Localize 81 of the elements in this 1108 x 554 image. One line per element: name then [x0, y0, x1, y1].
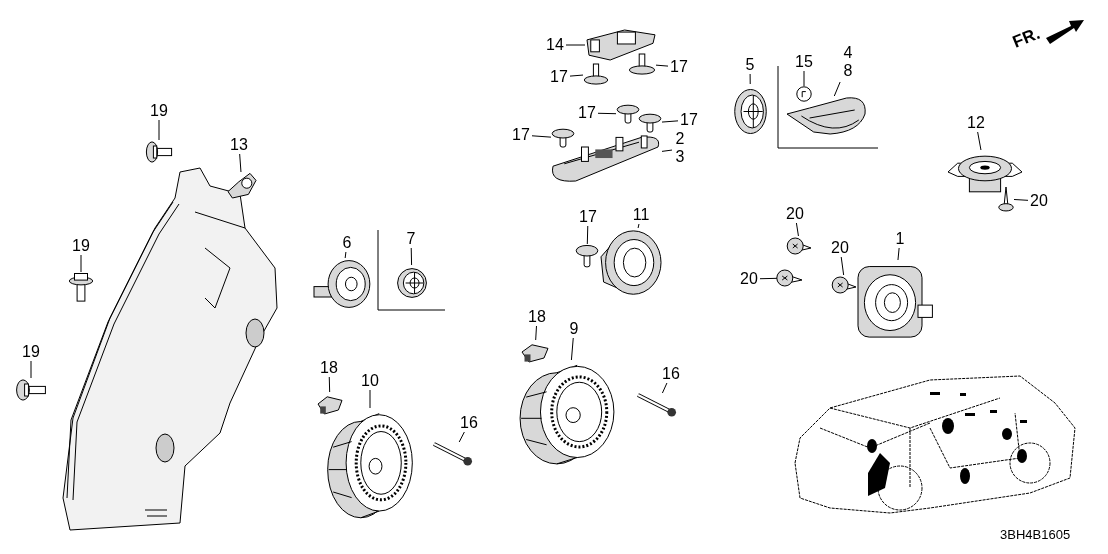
callout-number: 17 [548, 68, 570, 86]
leader-line [897, 247, 900, 261]
callout-number: 17 [668, 58, 690, 76]
clip-drawing [638, 113, 662, 133]
leader-line [158, 119, 160, 141]
leader-line [239, 153, 242, 173]
callout-number: 20 [784, 205, 806, 223]
clip-drawing [575, 244, 599, 268]
callout-number: 19 [70, 237, 92, 255]
callout-number: 6 [340, 234, 354, 252]
leader-line [344, 251, 347, 259]
leader-line [570, 337, 574, 361]
clip-drawing [795, 86, 813, 102]
bolt-drawing [145, 140, 173, 164]
tweeter-drawing [396, 265, 428, 301]
leader-line [328, 376, 331, 393]
module-drawing [585, 28, 657, 62]
leader-line [1013, 199, 1029, 201]
clip-drawing [551, 128, 575, 148]
callout-number: 19 [20, 343, 42, 361]
callout-number: 17 [577, 208, 599, 226]
leader-line [803, 70, 805, 87]
screw-drawing [788, 236, 812, 256]
callout-number: 10 [359, 372, 381, 390]
screw-drawing [777, 268, 803, 288]
screw-drawing [998, 186, 1014, 212]
bolt-drawing [636, 393, 678, 417]
leader-line [369, 389, 371, 409]
callout-number: 17 [678, 111, 700, 129]
bolt-drawing [68, 272, 94, 302]
leader-line [80, 254, 82, 273]
callout-number: 15 [793, 53, 815, 71]
leader-line [565, 44, 586, 46]
leader-line [795, 222, 799, 237]
callout-number: 17 [576, 104, 598, 122]
callout-number: 16 [458, 414, 480, 432]
callout-number: 20 [1028, 192, 1050, 210]
callout-number: 18 [526, 308, 548, 326]
callout-number: 20 [738, 270, 760, 288]
pin-drawing [583, 62, 609, 86]
leader-line [977, 131, 982, 151]
leader-line [637, 223, 640, 229]
leader-line [655, 64, 669, 67]
grille-drawing [785, 96, 867, 136]
diagram-code: 3BH4B1605 [1000, 527, 1071, 542]
leader-line [749, 73, 751, 85]
callout-number: 18 [318, 359, 340, 377]
leader-line [410, 247, 413, 266]
callout-number: 11 [630, 206, 652, 224]
callout-number: 9 [567, 320, 581, 338]
callout-number: 16 [660, 365, 682, 383]
leader-line [531, 135, 552, 138]
callout-number: 17 [510, 126, 532, 144]
callout-number: 5 [743, 56, 757, 74]
leader-line [661, 149, 673, 152]
callout-number: 1 [894, 230, 906, 248]
leader-line [535, 325, 537, 341]
bolt-drawing [432, 442, 474, 466]
callout-number: 19 [148, 102, 170, 120]
leader-line [569, 74, 584, 77]
leader-line [661, 120, 679, 123]
callout-number: 7 [404, 230, 418, 248]
leader-line [586, 225, 589, 245]
bracket-drawing [226, 172, 258, 200]
leader-line [759, 277, 778, 280]
leader-line [833, 81, 841, 97]
leader-line [840, 256, 845, 276]
leader-line [597, 112, 617, 115]
clip-drawing [616, 104, 640, 124]
callout-number: 14 [544, 36, 566, 54]
callout-number: 20 [829, 239, 851, 257]
leader-line [30, 360, 32, 379]
callout-number: 13 [228, 136, 250, 154]
front-label: FR. [1010, 23, 1043, 53]
tweeter-drawing [313, 258, 371, 310]
pin-drawing [628, 52, 656, 76]
callout-number: 12 [965, 114, 987, 132]
leader-line [661, 382, 668, 394]
leader-line [458, 431, 465, 443]
screw-drawing [833, 275, 857, 295]
bolt-drawing [15, 378, 47, 402]
